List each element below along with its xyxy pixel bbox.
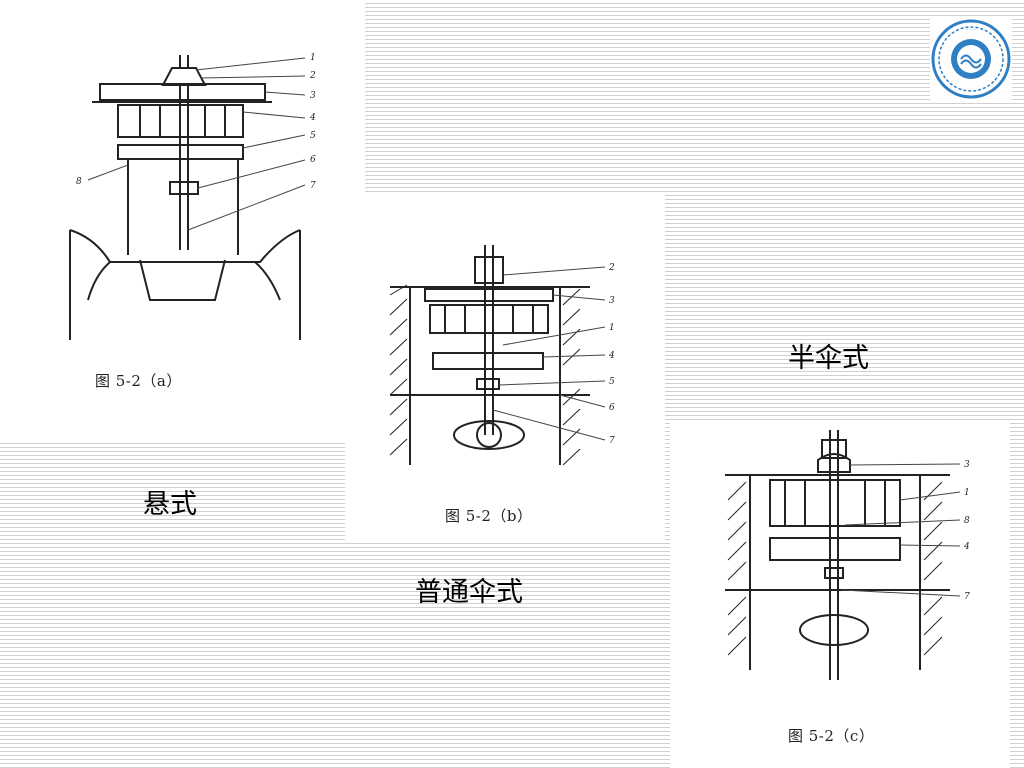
figure-c-label-1: 1 xyxy=(964,488,970,498)
svg-text:· · ·: · · · xyxy=(966,27,976,34)
figure-c-label-7: 7 xyxy=(964,592,970,602)
figure-b-label-5: 5 xyxy=(609,377,615,387)
figure-a-label-3: 3 xyxy=(310,91,316,101)
figure-c-drawing: 3 1 8 4 7 xyxy=(725,430,970,680)
figure-a-label-1: 1 xyxy=(310,53,316,63)
figure-b-label-3: 3 xyxy=(609,296,615,306)
figure-b-label-7: 7 xyxy=(609,436,615,446)
figure-b-panel: 2 3 1 4 5 6 7 图 5-2（b） xyxy=(345,195,665,540)
figure-c-panel: 3 1 8 4 7 图 5-2（c） xyxy=(670,420,1010,768)
figure-c-label-4: 4 xyxy=(963,542,970,552)
figure-a-label-5: 5 xyxy=(310,131,316,141)
figure-b-label-4: 4 xyxy=(608,351,615,361)
hohai-university-seal-icon: · · · xyxy=(930,18,1012,100)
figure-c-label-8: 8 xyxy=(964,516,970,526)
figure-c-caption: 图 5-2（c） xyxy=(788,727,875,745)
figure-b-label-1: 1 xyxy=(609,323,615,333)
figure-b-caption: 图 5-2（b） xyxy=(445,507,533,525)
figure-a-label-4: 4 xyxy=(309,113,316,123)
figure-c-label-3: 3 xyxy=(964,460,970,470)
figure-b-drawing: 2 3 1 4 5 6 7 xyxy=(389,245,615,466)
figure-a-caption: 图 5-2（a） xyxy=(95,372,182,390)
figure-a-drawing: 1 2 3 4 5 6 7 8 xyxy=(69,53,316,340)
label-suspended-type: 悬式 xyxy=(143,489,197,520)
figure-a-panel: 1 2 3 4 5 6 7 8 图 5-2（a） xyxy=(0,0,365,440)
figure-a-label-6: 6 xyxy=(310,155,316,165)
figure-b-label-6: 6 xyxy=(609,403,615,413)
label-semi-umbrella-type: 半伞式 xyxy=(788,343,869,374)
figure-b-label-2: 2 xyxy=(608,263,615,273)
label-umbrella-type: 普通伞式 xyxy=(415,577,523,608)
figure-a-label-8: 8 xyxy=(76,177,82,187)
figure-a-label-2: 2 xyxy=(309,71,316,81)
figure-a-label-7: 7 xyxy=(310,181,316,191)
